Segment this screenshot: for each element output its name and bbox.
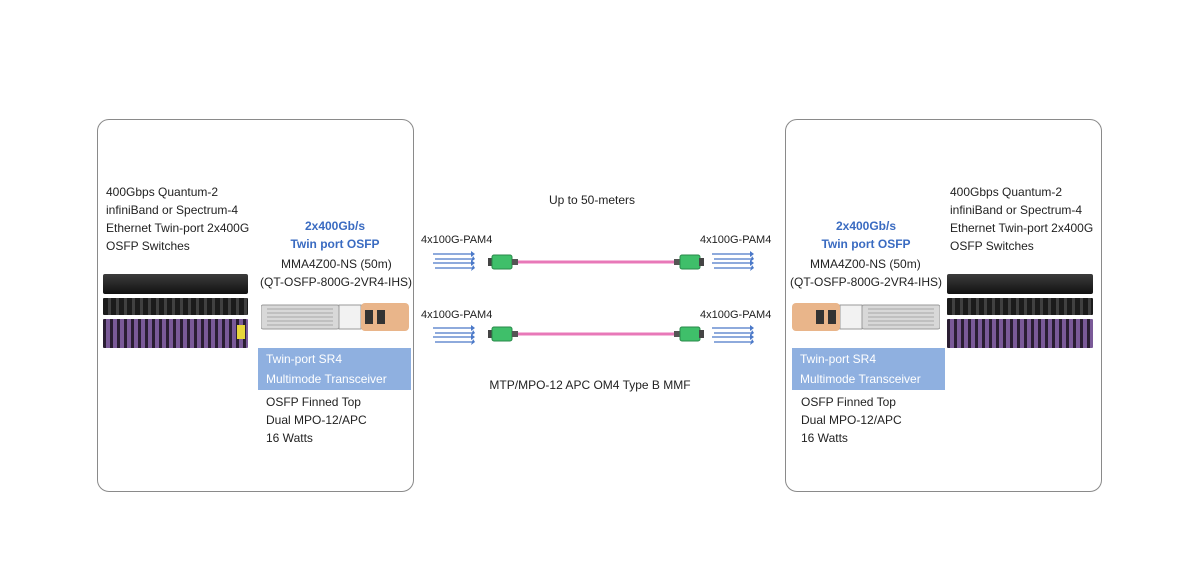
left-speed: 2x400Gb/s (304, 219, 366, 233)
network-switch-icon (103, 274, 248, 348)
left-switch-desc-2: infiniBand or Spectrum-4 (106, 203, 239, 217)
right-switch-desc-2: infiniBand or Spectrum-4 (950, 203, 1083, 217)
mpo-connector-icon (491, 254, 513, 270)
mpo-connector-icon (679, 254, 701, 270)
right-port-type: Twin port OSFP (821, 237, 911, 251)
left-switch-desc-4: OSFP Switches (106, 239, 190, 253)
right-switch-desc-4: OSFP Switches (950, 239, 1034, 253)
link-cable-type: MTP/MPO-12 APC OM4 Type B MMF (489, 378, 691, 392)
lane-label-bottom-left: 4x100G-PAM4 (421, 309, 493, 321)
right-speed: 2x400Gb/s (835, 219, 897, 233)
right-switch-desc-1: 400Gbps Quantum-2 (950, 185, 1063, 199)
right-badge-line-1: Twin-port SR4 (800, 352, 877, 366)
link-distance: Up to 50-meters (548, 193, 636, 207)
right-transceiver-badge: Twin-port SR4 Multimode Transceiver (792, 348, 945, 390)
fiber-cable-top (488, 252, 704, 272)
lane-label-top-right: 4x100G-PAM4 (700, 234, 772, 246)
mpo-connector-icon (491, 326, 513, 342)
left-port-type: Twin port OSFP (290, 237, 380, 251)
lane-label-bottom-right: 4x100G-PAM4 (700, 309, 772, 321)
right-spec-2: Dual MPO-12/APC (801, 413, 902, 427)
osfp-transceiver-icon (261, 302, 411, 332)
lane-arrows-icon (433, 325, 475, 345)
mpo-connector-icon (679, 326, 701, 342)
left-badge-line-1: Twin-port SR4 (266, 352, 343, 366)
left-badge-line-2: Multimode Transceiver (266, 372, 387, 386)
left-spec-1: OSFP Finned Top (266, 395, 361, 409)
left-switch-desc-1: 400Gbps Quantum-2 (106, 185, 219, 199)
right-spec-1: OSFP Finned Top (801, 395, 896, 409)
right-part-number: (QT-OSFP-800G-2VR4-IHS) (790, 275, 943, 289)
left-spec-3: 16 Watts (266, 431, 313, 445)
left-cable-model: MMA4Z00-NS (50m) (281, 257, 392, 271)
network-switch-icon (947, 274, 1093, 348)
left-part-number: (QT-OSFP-800G-2VR4-IHS) (260, 275, 413, 289)
osfp-transceiver-icon (790, 302, 940, 332)
right-spec-3: 16 Watts (801, 431, 848, 445)
lane-label-top-left: 4x100G-PAM4 (421, 234, 493, 246)
lane-arrows-icon (712, 325, 754, 345)
lane-arrows-icon (433, 251, 475, 271)
right-cable-model: MMA4Z00-NS (50m) (810, 257, 921, 271)
left-switch-desc-3: Ethernet Twin-port 2x400G (106, 221, 250, 235)
left-spec-2: Dual MPO-12/APC (266, 413, 367, 427)
right-badge-line-2: Multimode Transceiver (800, 372, 921, 386)
right-switch-desc-3: Ethernet Twin-port 2x400G (950, 221, 1094, 235)
fiber-cable-bottom (488, 324, 704, 344)
left-transceiver-badge: Twin-port SR4 Multimode Transceiver (258, 348, 411, 390)
lane-arrows-icon (712, 251, 754, 271)
